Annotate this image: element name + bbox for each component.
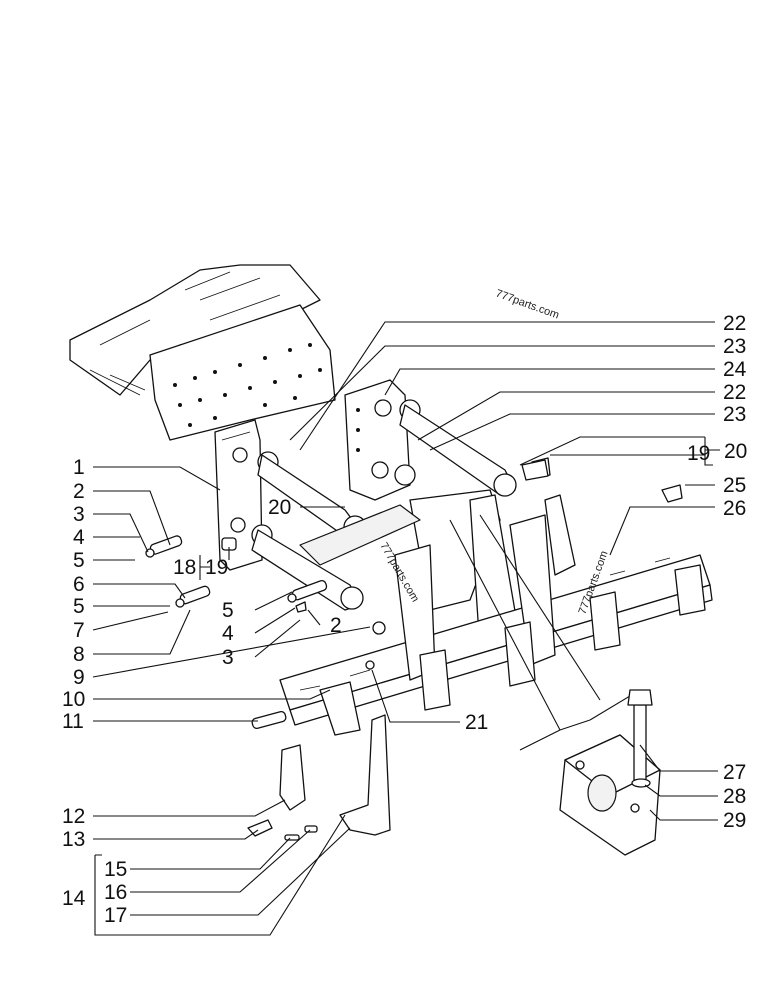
- callout-4: 4: [73, 526, 85, 549]
- callout-6: 6: [73, 573, 85, 596]
- right-mounting-bracket: [344, 379, 421, 501]
- callout-3: 3: [73, 503, 85, 526]
- ripper-tooth: [247, 714, 391, 841]
- callout-20: 20: [268, 496, 291, 519]
- callout-23: 23: [723, 335, 746, 358]
- callout-26: 26: [723, 497, 746, 520]
- callout-10: 10: [62, 688, 85, 711]
- callout-5: 5: [73, 595, 85, 618]
- callout-24: 24: [723, 358, 747, 381]
- callout-9: 9: [73, 666, 85, 689]
- callout-4: 4: [222, 622, 234, 645]
- main-beam: [279, 494, 713, 736]
- callout-2: 2: [73, 480, 85, 503]
- callout-5: 5: [73, 549, 85, 572]
- callout-12: 12: [62, 805, 85, 828]
- callout-13: 13: [62, 828, 85, 851]
- callout-18: 18: [173, 556, 196, 579]
- guide-lines: [449, 514, 641, 751]
- watermark-top: 777parts.com: [494, 288, 561, 322]
- callout-7: 7: [73, 619, 85, 642]
- callout-2: 2: [330, 614, 342, 637]
- callout-15: 15: [104, 858, 127, 881]
- callout-28: 28: [723, 785, 746, 808]
- callout-5: 5: [222, 599, 234, 622]
- lower-links: [251, 529, 364, 611]
- callout-21: 21: [465, 711, 488, 734]
- callout-25: 25: [723, 474, 746, 497]
- callout-16: 16: [104, 881, 127, 904]
- centre-structure: [299, 489, 521, 661]
- callout-19: 19: [205, 556, 228, 579]
- frame-bolt-holes: [173, 343, 322, 427]
- tractor-rear-frame: [69, 264, 336, 441]
- callout-29: 29: [723, 809, 746, 832]
- callout-labels: 22 23 24 22 23 19 20 25 26 27 28 29 1 2 …: [62, 312, 747, 927]
- callout-1: 1: [73, 456, 85, 479]
- callout-22: 22: [723, 312, 746, 335]
- leader-lines: [92, 321, 720, 936]
- clip-25: [521, 459, 683, 503]
- callout-23: 23: [723, 403, 746, 426]
- callout-19: 19: [687, 442, 710, 465]
- callout-14: 14: [62, 887, 86, 910]
- callout-27: 27: [723, 761, 746, 784]
- clamp-block: [559, 689, 661, 856]
- callout-17: 17: [104, 904, 127, 927]
- shank-beam-left: [251, 621, 386, 729]
- callout-20: 20: [724, 440, 747, 463]
- callout-22: 22: [723, 381, 746, 404]
- callout-3: 3: [222, 646, 234, 669]
- callout-8: 8: [73, 643, 85, 666]
- callout-11: 11: [62, 710, 84, 733]
